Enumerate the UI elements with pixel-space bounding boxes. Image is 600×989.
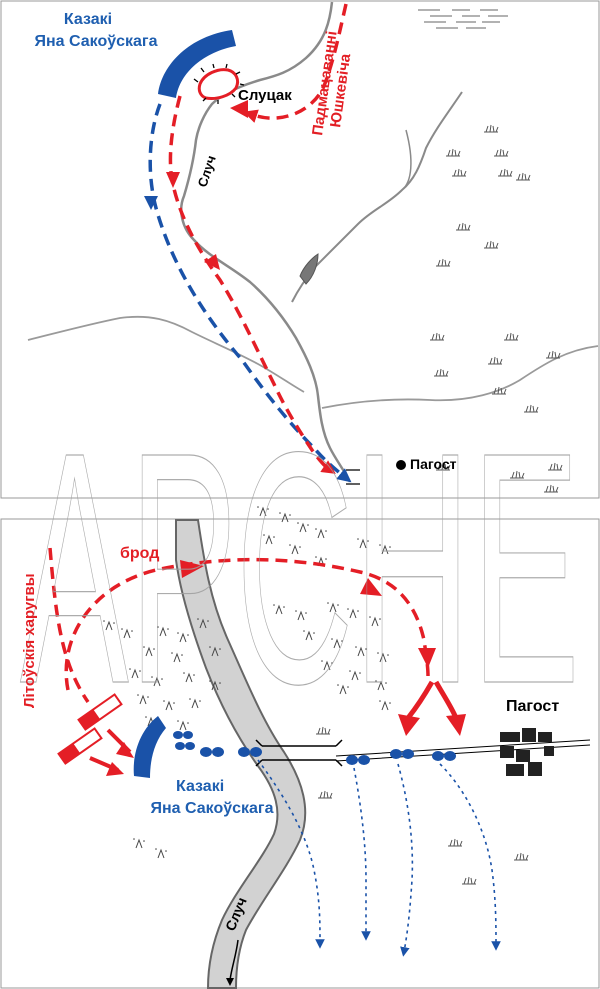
river-flow-arrow <box>229 939 239 981</box>
cossack-units <box>173 731 456 765</box>
town-fortress-icon <box>193 63 245 104</box>
cossacks-label-bottom-2: Яна Сакоўскага <box>151 800 274 817</box>
attack-arrowhead-left <box>398 714 420 736</box>
cossacks-formation-top <box>158 30 236 98</box>
sluch-river-top <box>180 1 352 483</box>
slutsk-garrison-route <box>168 95 336 474</box>
village-label-top: Пагост <box>410 456 457 472</box>
cossack-retreat-routes <box>257 759 501 957</box>
red-arrow-ford <box>180 560 204 578</box>
cossacks-label-bottom-1: Казакі <box>176 778 224 795</box>
village-buildings <box>500 728 554 776</box>
blue-arrow-1 <box>144 196 158 210</box>
village-dot <box>396 460 406 470</box>
red-arrow-down <box>418 648 436 668</box>
red-arrow-2 <box>204 254 220 270</box>
lithuanian-route <box>48 547 90 703</box>
sluch-river-bottom <box>175 519 307 989</box>
reinforcement-route <box>243 3 348 123</box>
cossacks-label-top-1: Казакі <box>64 11 112 28</box>
lake <box>299 253 319 285</box>
bridge-symbol <box>255 739 343 767</box>
map-hatching <box>418 9 508 29</box>
reinforcement-arrowhead <box>230 100 248 118</box>
attack-arrow-left <box>406 680 435 720</box>
red-arrow-1 <box>166 172 180 188</box>
lithuanian-label: Літоўскія харугвы <box>21 573 38 708</box>
ford-marker-top <box>346 469 360 485</box>
village-label-bottom: Пагост <box>506 698 559 715</box>
top-map-panel <box>0 0 600 499</box>
river-right-line <box>321 345 599 409</box>
ford-label: брод <box>120 545 159 562</box>
attack-arrowhead-right <box>446 714 466 736</box>
cossacks-label-top-2: Яна Сакоўскага <box>35 33 158 50</box>
cossacks-formation-bottom <box>133 716 166 778</box>
watermark: АРСНЕ <box>20 383 580 752</box>
red-arrow-curve <box>360 578 382 596</box>
city-label: Слуцак <box>238 87 292 104</box>
river-side-line <box>27 315 305 393</box>
lithuanian-banners <box>57 693 134 776</box>
top-map-frame <box>0 0 600 499</box>
bottom-map-panel <box>0 505 600 989</box>
cossack-route-top <box>148 103 352 483</box>
river-flow-arrowhead <box>226 978 234 986</box>
river-tributary-2 <box>401 129 412 191</box>
